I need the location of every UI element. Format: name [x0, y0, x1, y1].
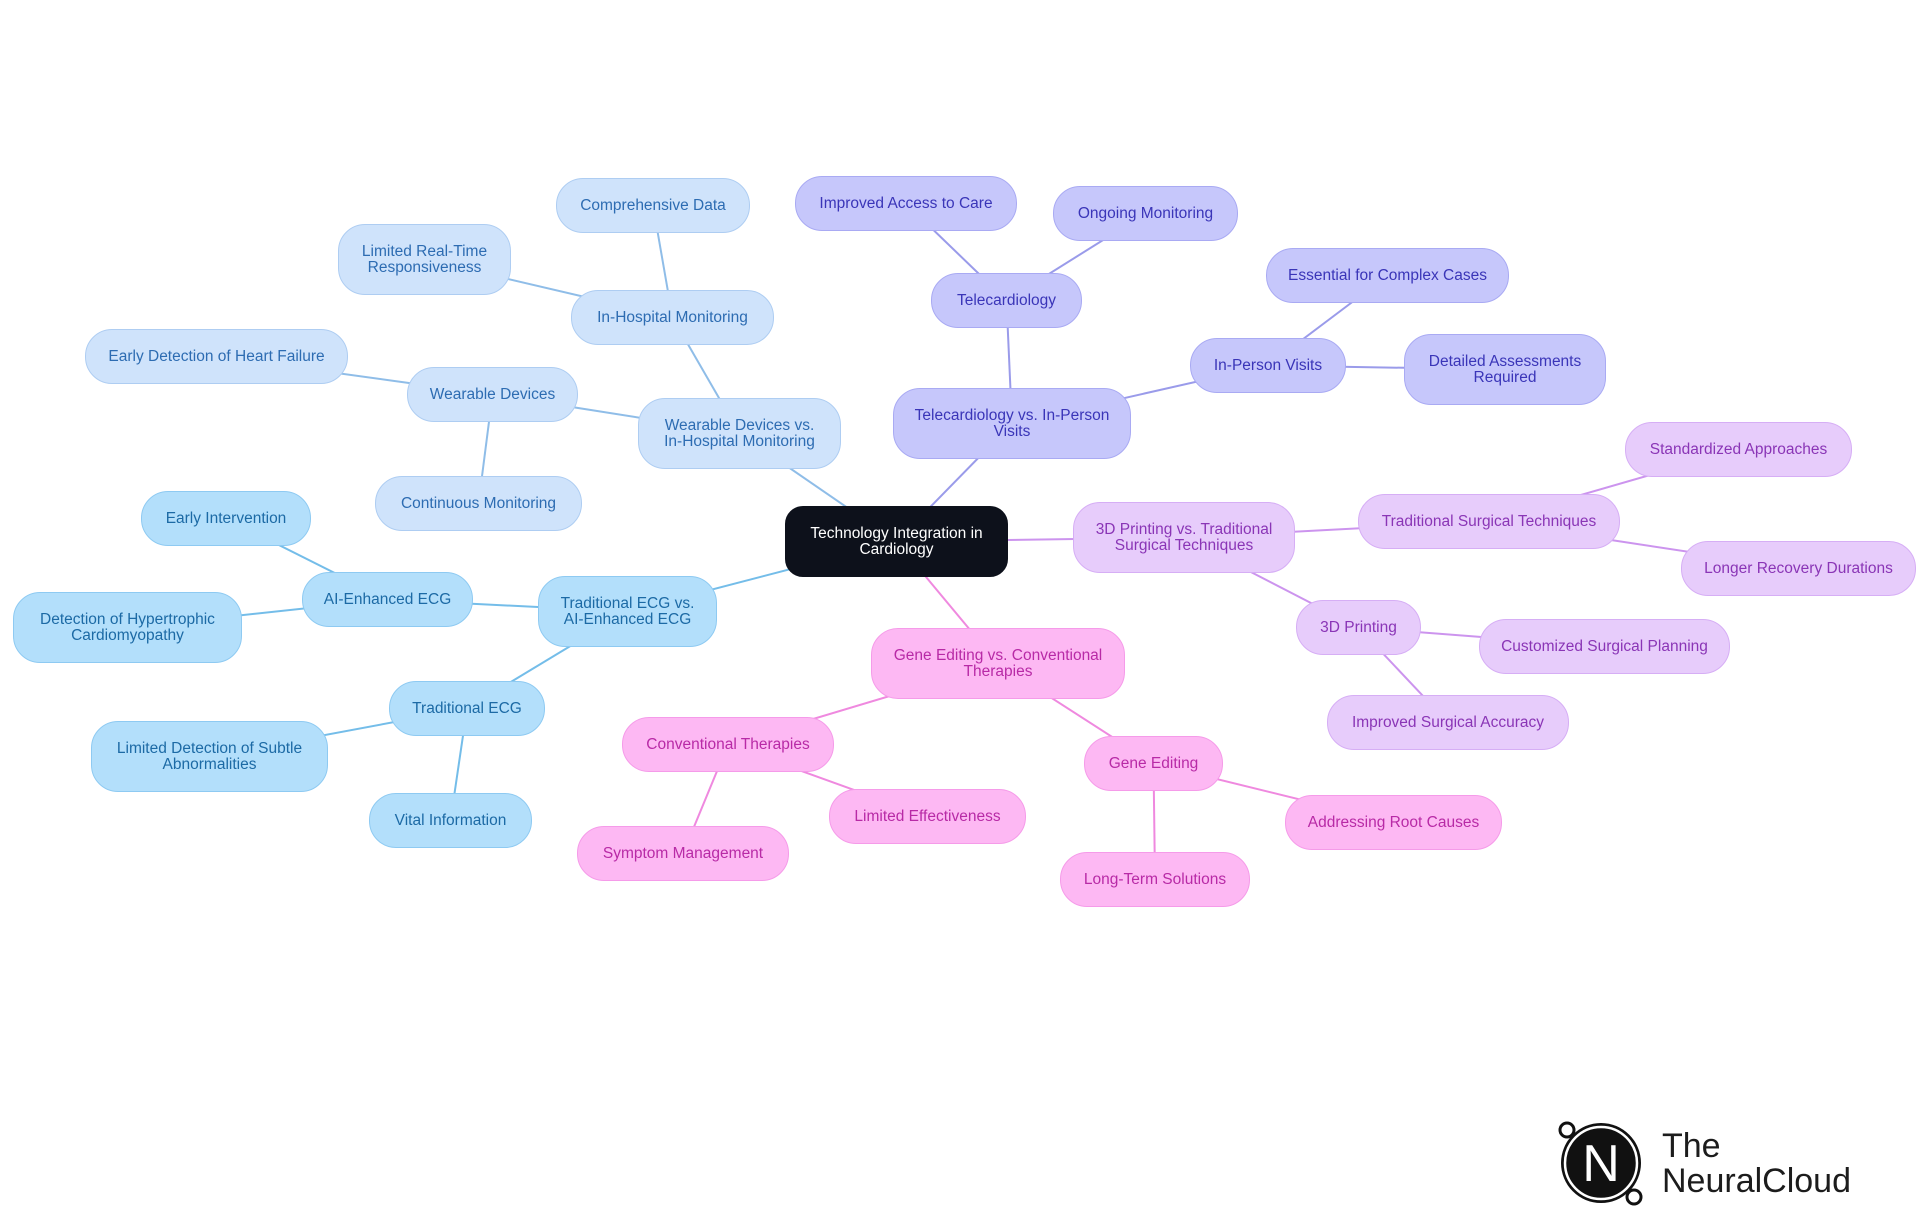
node-limited-eff[interactable]: Limited Effectiveness	[829, 789, 1026, 844]
node-ecg[interactable]: Traditional ECG vs. AI-Enhanced ECG	[538, 576, 717, 647]
node-conventional[interactable]: Conventional Therapies	[622, 717, 834, 772]
node-3dprint[interactable]: 3D Printing	[1296, 600, 1421, 655]
node-trad-surg[interactable]: Traditional Surgical Techniques	[1358, 494, 1620, 549]
node-detailed[interactable]: Detailed Assessments Required	[1404, 334, 1606, 405]
node-ai-ecg[interactable]: AI-Enhanced ECG	[302, 572, 473, 627]
neuralcloud-logo: N The NeuralCloud	[1555, 1117, 1895, 1207]
logo-letter: N	[1582, 1135, 1620, 1193]
node-recovery[interactable]: Longer Recovery Durations	[1681, 541, 1916, 596]
node-ongoing[interactable]: Ongoing Monitoring	[1053, 186, 1238, 241]
node-longterm[interactable]: Long-Term Solutions	[1060, 852, 1250, 907]
node-standardized[interactable]: Standardized Approaches	[1625, 422, 1852, 477]
node-realtime[interactable]: Limited Real-Time Responsiveness	[338, 224, 511, 295]
node-printing[interactable]: 3D Printing vs. Traditional Surgical Tec…	[1073, 502, 1295, 573]
node-comprehensive[interactable]: Comprehensive Data	[556, 178, 750, 233]
node-root[interactable]: Technology Integration in Cardiology	[785, 506, 1008, 577]
node-root-causes[interactable]: Addressing Root Causes	[1285, 795, 1502, 850]
node-inhospital[interactable]: In-Hospital Monitoring	[571, 290, 774, 345]
node-wearable[interactable]: Wearable Devices vs. In-Hospital Monitor…	[638, 398, 841, 469]
node-access[interactable]: Improved Access to Care	[795, 176, 1017, 231]
neuralcloud-logo-icon: N	[1558, 1121, 1643, 1206]
node-gene[interactable]: Gene Editing vs. Conventional Therapies	[871, 628, 1125, 699]
node-tele[interactable]: Telecardiology vs. In-Person Visits	[893, 388, 1131, 459]
node-vital[interactable]: Vital Information	[369, 793, 532, 848]
node-hcm[interactable]: Detection of Hypertrophic Cardiomyopathy	[13, 592, 242, 663]
node-subtle[interactable]: Limited Detection of Subtle Abnormalitie…	[91, 721, 328, 792]
logo-wordmark: The NeuralCloud	[1662, 1127, 1851, 1200]
node-accuracy[interactable]: Improved Surgical Accuracy	[1327, 695, 1569, 750]
node-symptom[interactable]: Symptom Management	[577, 826, 789, 881]
node-early-intervention[interactable]: Early Intervention	[141, 491, 311, 546]
node-wearable-devices[interactable]: Wearable Devices	[407, 367, 578, 422]
node-customized[interactable]: Customized Surgical Planning	[1479, 619, 1730, 674]
node-inperson[interactable]: In-Person Visits	[1190, 338, 1346, 393]
node-trad-ecg[interactable]: Traditional ECG	[389, 681, 545, 736]
node-continuous[interactable]: Continuous Monitoring	[375, 476, 582, 531]
node-gene-editing[interactable]: Gene Editing	[1084, 736, 1223, 791]
node-complex[interactable]: Essential for Complex Cases	[1266, 248, 1509, 303]
node-early-hf[interactable]: Early Detection of Heart Failure	[85, 329, 348, 384]
node-telecardiology[interactable]: Telecardiology	[931, 273, 1082, 328]
